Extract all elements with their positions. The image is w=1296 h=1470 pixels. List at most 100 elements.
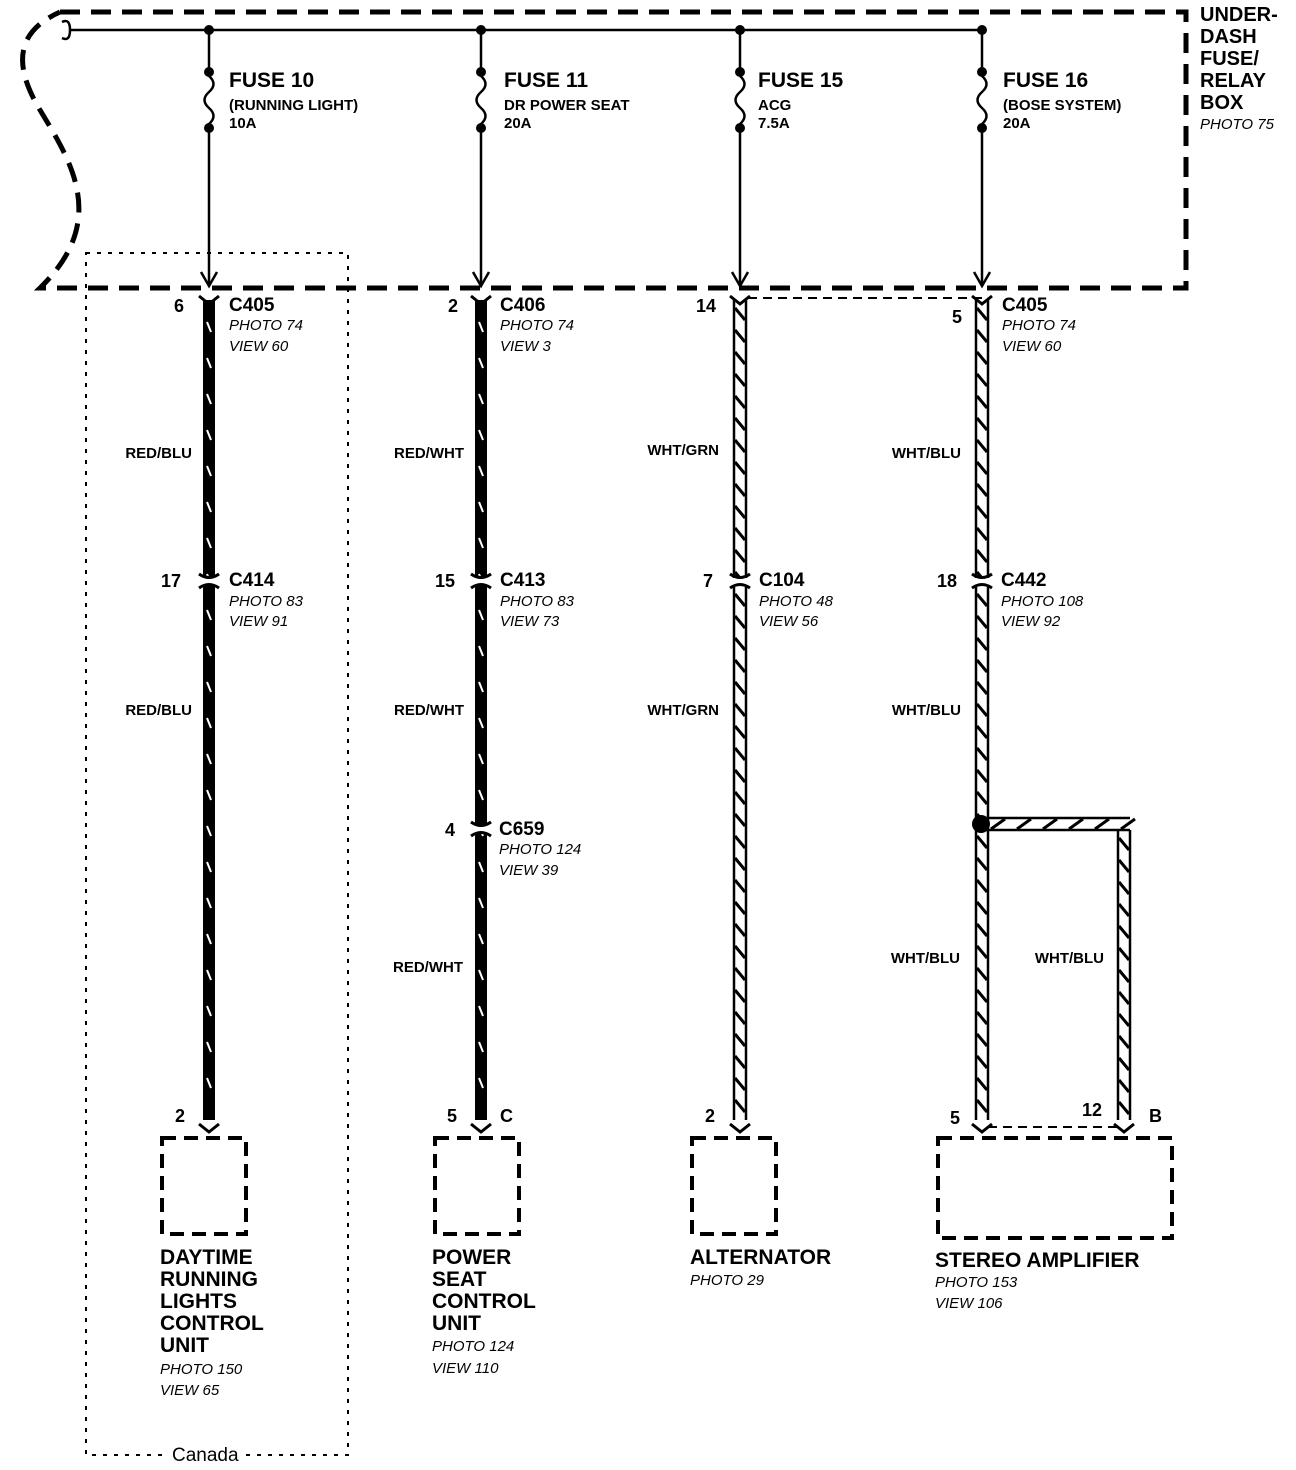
wire-stripe bbox=[478, 1005, 484, 1017]
connector-photo: PHOTO 48 bbox=[759, 593, 833, 610]
component-pin-letter: C bbox=[500, 1106, 513, 1126]
wire-stripe bbox=[206, 753, 212, 765]
wire-stripe bbox=[733, 791, 747, 805]
connector-notch-icon bbox=[470, 294, 492, 306]
wire-stripe bbox=[478, 753, 484, 765]
connector-pin: 17 bbox=[160, 571, 181, 591]
fuse-terminal-dot bbox=[204, 123, 214, 133]
wire-stripe bbox=[990, 817, 1006, 831]
wire-stripe bbox=[206, 645, 212, 657]
wire-color-label: WHT/GRN bbox=[647, 442, 719, 459]
wire-stripe bbox=[478, 1077, 484, 1089]
wire-stripe bbox=[1117, 1101, 1131, 1115]
wire-stripe bbox=[733, 1011, 747, 1025]
connector-name: C406 bbox=[500, 295, 546, 316]
fuse-terminal-dot bbox=[735, 123, 745, 133]
connector-female-icon bbox=[198, 583, 220, 590]
wire-stripe bbox=[733, 703, 747, 717]
wire-stripe bbox=[975, 1099, 989, 1113]
stereo-amplifier-box bbox=[936, 1136, 1174, 1240]
wire-stripe bbox=[975, 659, 989, 673]
wire-stripe bbox=[478, 681, 484, 693]
wire-stripe bbox=[733, 307, 747, 321]
connector-male-icon bbox=[470, 820, 492, 827]
wire-stripe bbox=[478, 465, 484, 477]
wire-stripe bbox=[478, 933, 484, 945]
fuse-15-name: FUSE 15 bbox=[758, 69, 844, 92]
connector-notch-icon bbox=[1113, 1122, 1135, 1134]
wire-stripe bbox=[975, 637, 989, 651]
wire-stripe bbox=[733, 593, 747, 607]
connector-name: C413 bbox=[500, 570, 546, 591]
connector-photo: PHOTO 83 bbox=[229, 593, 303, 610]
wire-stripe bbox=[733, 483, 747, 497]
wire-color-label: WHT/BLU bbox=[891, 702, 961, 719]
fuse-box-photo: PHOTO 75 bbox=[1200, 116, 1274, 133]
wire-stripe bbox=[733, 967, 747, 981]
wire-color-label: RED/BLU bbox=[125, 445, 192, 462]
fuse-element-icon bbox=[203, 75, 215, 125]
power-seat-unit-box bbox=[433, 1136, 521, 1236]
component-photo: PHOTO 150 bbox=[160, 1361, 243, 1378]
connector-gap bbox=[469, 578, 493, 586]
wire-stripe bbox=[733, 527, 747, 541]
wire-stripe bbox=[975, 901, 989, 915]
connector-name: C405 bbox=[229, 295, 275, 316]
fuse-box-title-line: DASH bbox=[1200, 26, 1257, 48]
wire-stripe bbox=[733, 769, 747, 783]
component-name-line: CONTROL bbox=[160, 1312, 264, 1335]
wire-stripe bbox=[733, 549, 747, 563]
wire-stripe bbox=[1117, 1057, 1131, 1071]
connector-pin: 15 bbox=[434, 571, 455, 591]
connector-gap bbox=[728, 578, 752, 586]
wire-stripe bbox=[975, 505, 989, 519]
wire-stripe bbox=[478, 969, 484, 981]
fuse-terminal-dot bbox=[735, 67, 745, 77]
striped-wire bbox=[732, 300, 748, 1120]
wire-stripe bbox=[733, 395, 747, 409]
wire-stripe bbox=[975, 1055, 989, 1069]
connector-name: C414 bbox=[229, 570, 275, 591]
wire-stripe bbox=[206, 969, 212, 981]
connector-view: VIEW 56 bbox=[759, 613, 819, 630]
fuse-element-icon bbox=[976, 75, 988, 125]
connector-view: VIEW 60 bbox=[1002, 338, 1062, 355]
component-name-line: DAYTIME bbox=[160, 1246, 253, 1269]
wire-stripe bbox=[975, 1033, 989, 1047]
wire-stripe bbox=[975, 549, 989, 563]
wire-stripe bbox=[206, 861, 212, 873]
connector-pin: 6 bbox=[173, 296, 184, 316]
wire-stripe bbox=[478, 429, 484, 441]
wire-stripe bbox=[975, 373, 989, 387]
wire-stripe bbox=[975, 1011, 989, 1025]
wire-stripe bbox=[975, 725, 989, 739]
wire-stripe bbox=[733, 637, 747, 651]
wire-stripe bbox=[733, 857, 747, 871]
wire-stripe bbox=[206, 357, 212, 369]
fuse-10-name: FUSE 10 bbox=[229, 69, 315, 92]
wire-stripe bbox=[975, 835, 989, 849]
component-view: VIEW 110 bbox=[432, 1360, 499, 1377]
stereo-amplifier-label: STEREO AMPLIFIER bbox=[935, 1250, 1140, 1272]
connector-female-icon bbox=[729, 583, 751, 590]
splice-junction bbox=[972, 815, 990, 833]
wire-stripe bbox=[733, 659, 747, 673]
fuse-symbols bbox=[199, 30, 992, 289]
connector-male-icon bbox=[198, 572, 220, 579]
wire-stripe bbox=[733, 813, 747, 827]
wire-stripe bbox=[733, 725, 747, 739]
connector-male-icon bbox=[971, 572, 993, 579]
wire-stripe bbox=[1068, 817, 1084, 831]
wire-stripe bbox=[478, 357, 484, 369]
wire-stripe bbox=[733, 373, 747, 387]
connector-name: C442 bbox=[1001, 570, 1047, 591]
connector-symbols bbox=[197, 294, 1135, 1134]
wire-color-label: RED/BLU bbox=[125, 702, 192, 719]
wire-runs bbox=[203, 300, 1136, 1120]
alternator-label: ALTERNATOR bbox=[690, 1247, 831, 1269]
wire-stripe bbox=[478, 861, 484, 873]
connector-name: C405 bbox=[1002, 295, 1048, 316]
wire-stripe bbox=[206, 609, 212, 621]
